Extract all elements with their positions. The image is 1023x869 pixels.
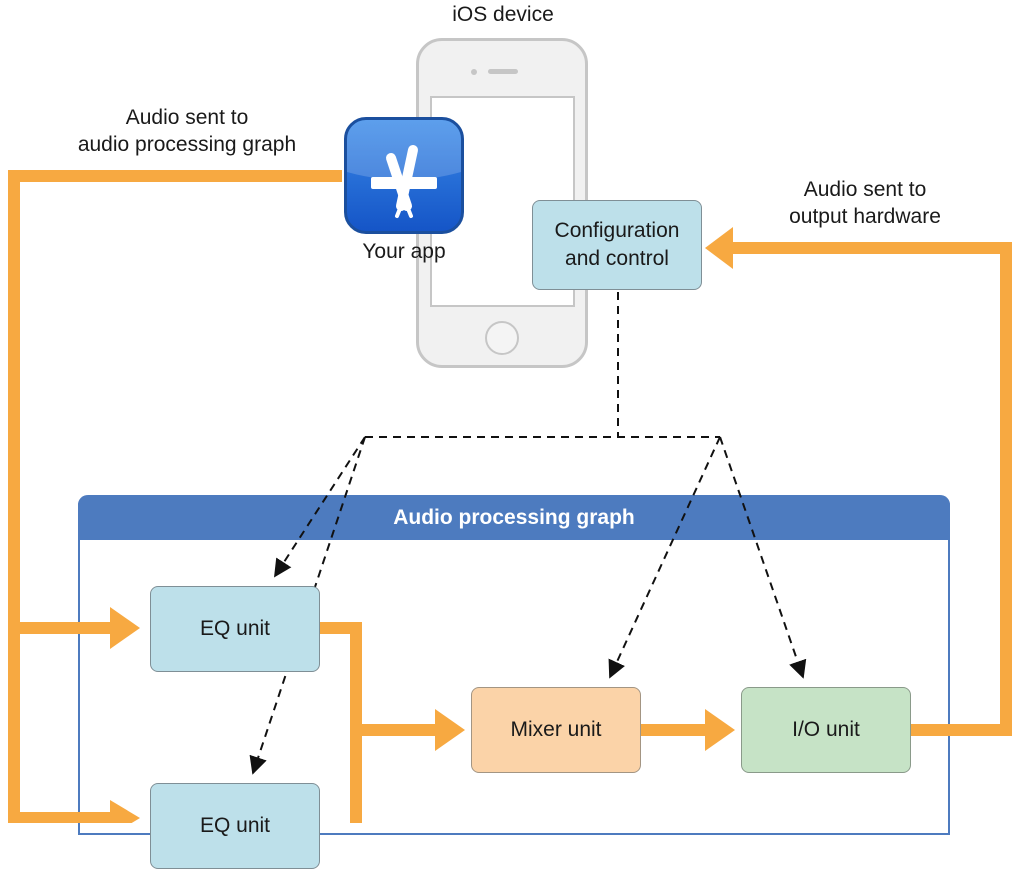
eq-unit-2: EQ unit	[150, 783, 320, 869]
configuration-and-control-box: Configuration and control	[532, 200, 702, 290]
eq-unit-1: EQ unit	[150, 586, 320, 672]
audio-path-input	[8, 170, 342, 823]
mixer-unit: Mixer unit	[471, 687, 641, 773]
io-unit: I/O unit	[741, 687, 911, 773]
audio-path-mixer-to-io	[640, 709, 735, 751]
audio-path-eq-to-mixer	[320, 622, 465, 823]
device-title: iOS device	[452, 3, 554, 26]
audio-in-annotation: Audio sent to audio processing graph	[42, 104, 332, 159]
audio-out-line1: Audio sent to	[803, 178, 927, 201]
control-lines	[249, 292, 807, 775]
home-button-icon	[485, 321, 519, 355]
audio-path-output	[705, 227, 1012, 736]
audio-in-line1: Audio sent to	[125, 106, 249, 129]
app-label: Your app	[362, 240, 446, 263]
connector-layer	[8, 170, 1012, 823]
audio-out-line2: output hardware	[789, 205, 941, 229]
phone-speaker-icon	[471, 69, 533, 75]
app-store-icon	[344, 117, 464, 234]
audio-in-line2: audio processing graph	[77, 133, 297, 157]
audio-out-annotation: Audio sent to output hardware	[760, 176, 970, 231]
audio-processing-graph-title: Audio processing graph	[78, 495, 950, 540]
